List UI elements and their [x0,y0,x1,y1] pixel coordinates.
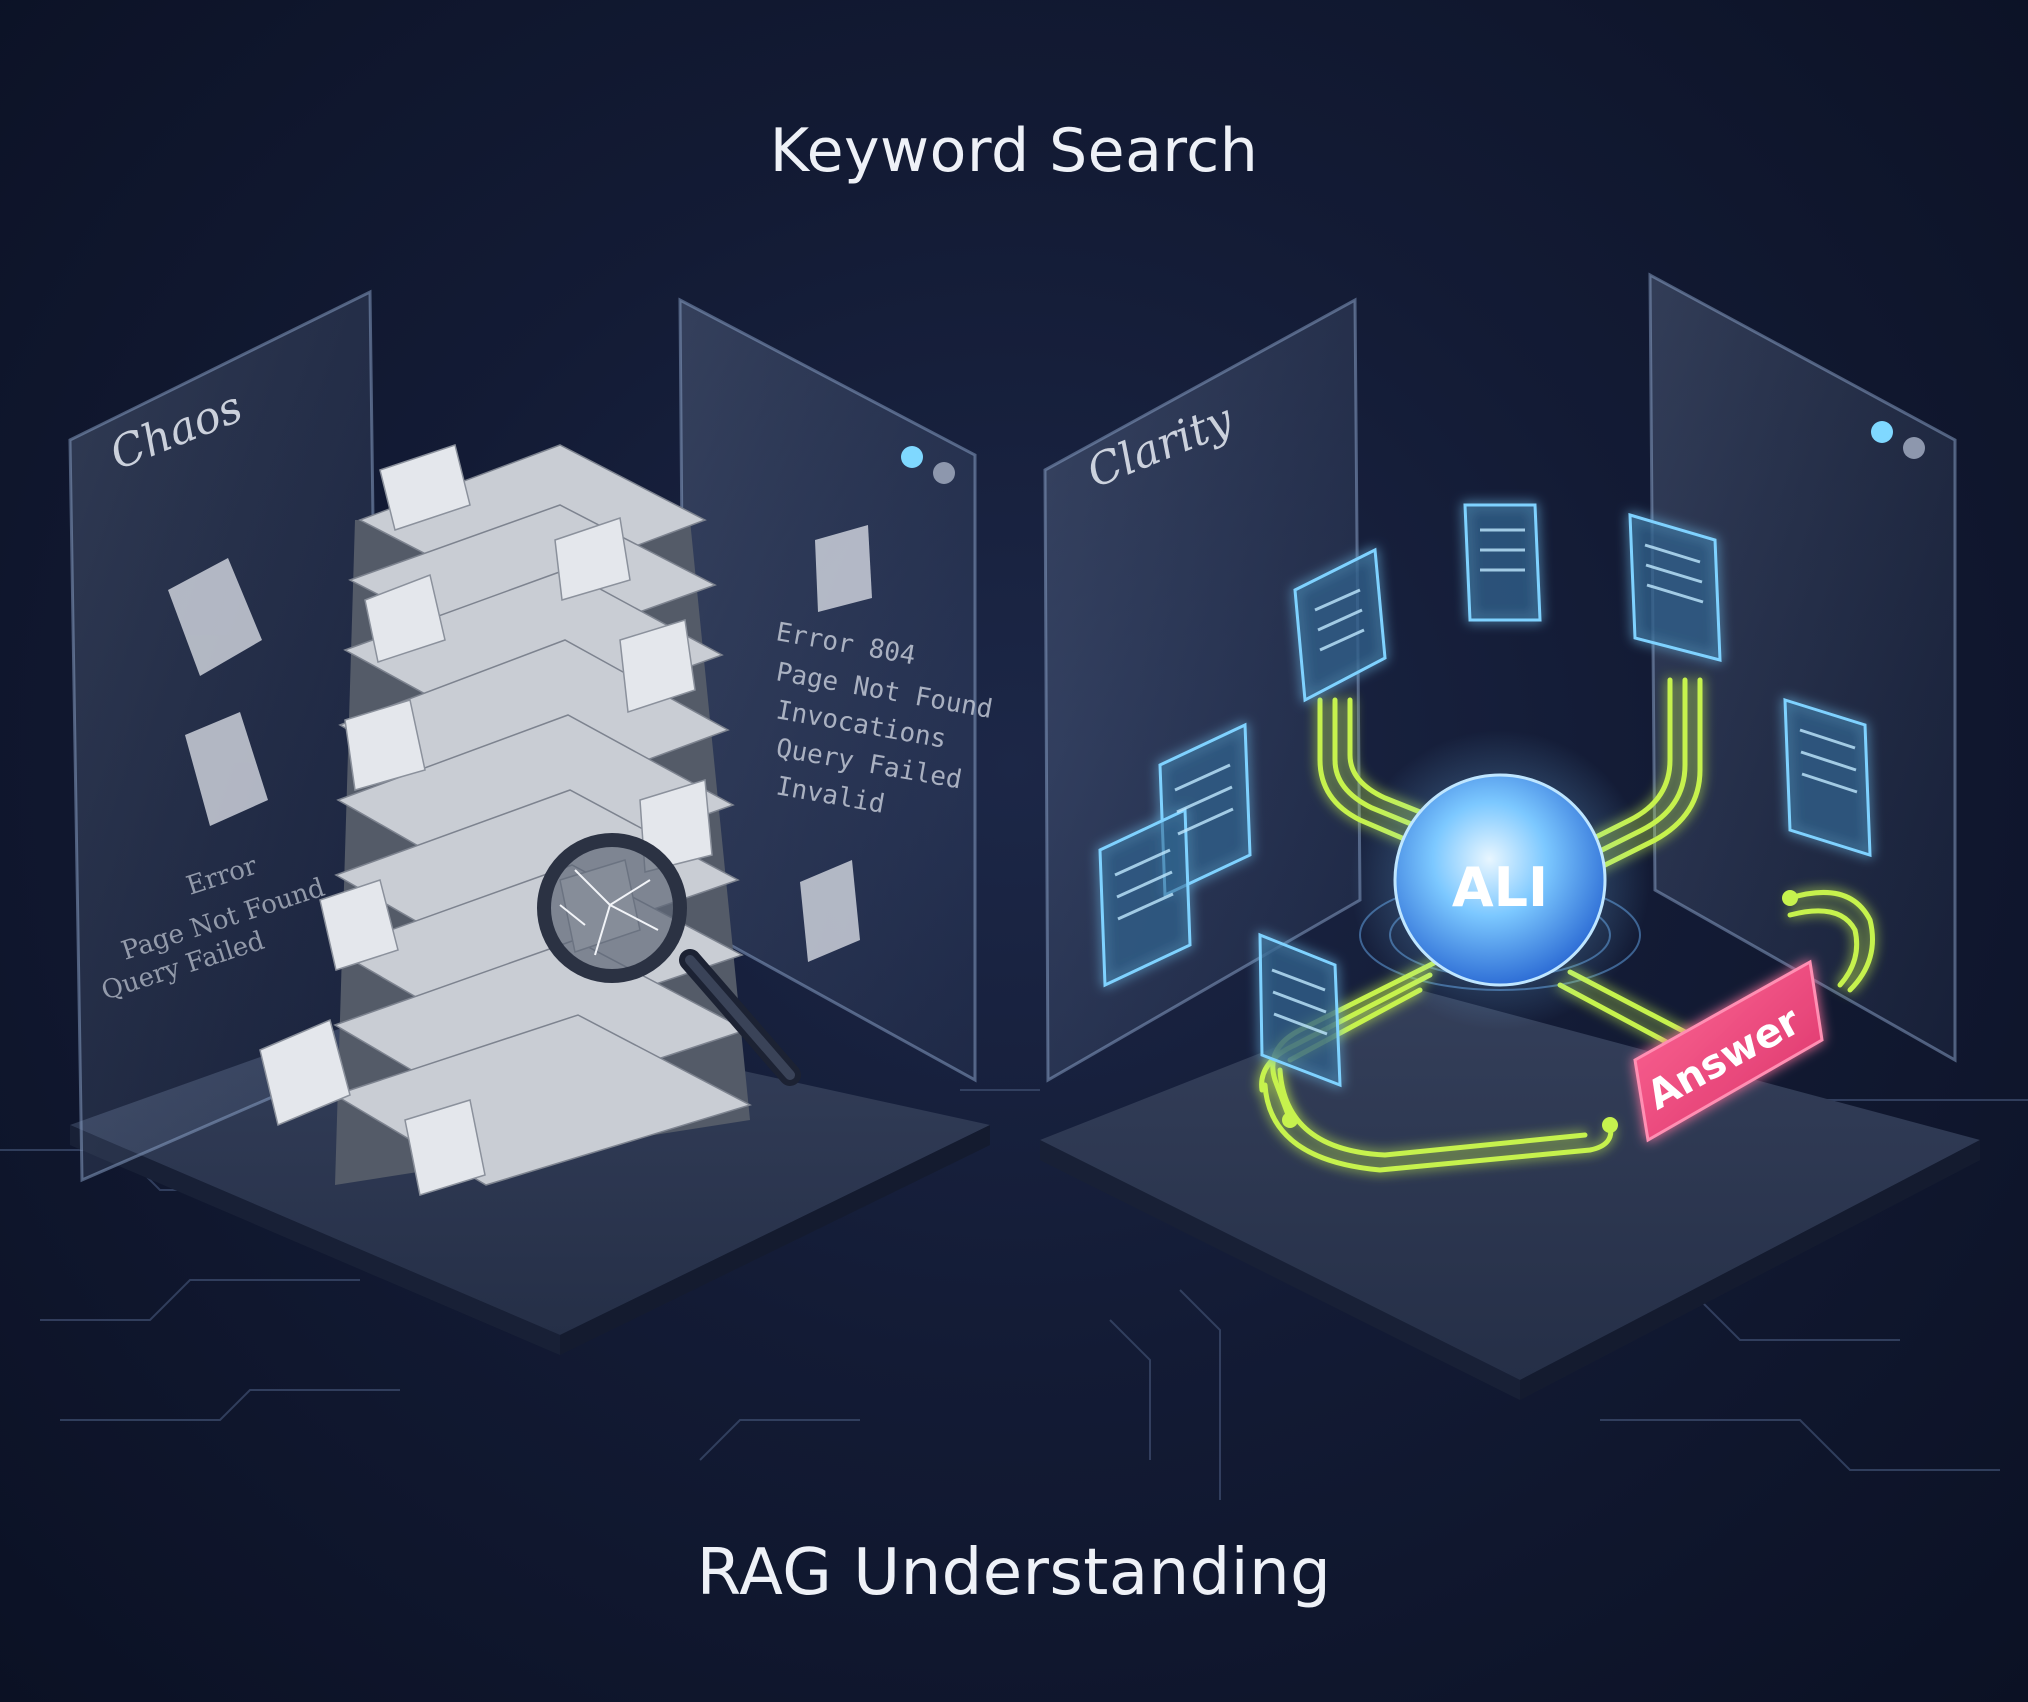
document-lines [1114,528,1858,1036]
magnifier-cracked-icon [537,833,801,1086]
right-platform [1040,990,1980,1400]
document-icon [1098,503,1872,1088]
top-caption: Keyword Search [769,116,1259,186]
link-endpoints [1282,890,1798,1133]
window-dot-cyan [1871,421,1893,443]
glass-notes-left [168,525,872,962]
window-dot-grey [933,462,955,484]
window-dot-grey [1903,437,1925,459]
bottom-caption: RAG Understanding [696,1536,1332,1610]
answer-badge [1633,959,1824,1143]
hub-label: ALI [1452,856,1548,919]
hub-sphere [1393,773,1607,987]
window-dot-cyan [901,446,923,468]
right-back-glass-panel [1648,272,1957,1063]
